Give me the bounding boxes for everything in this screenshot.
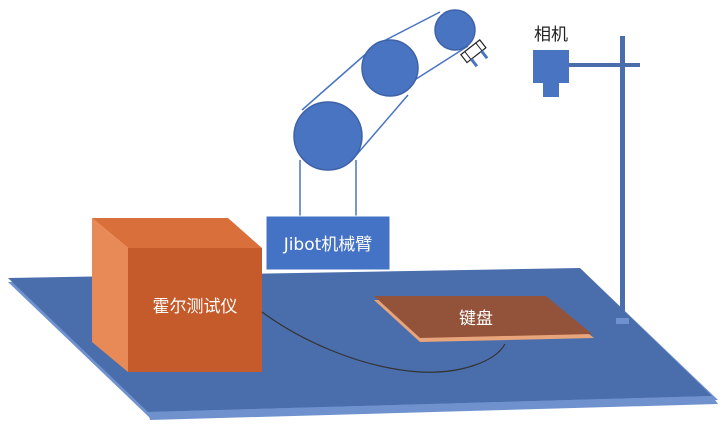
camera-body: [533, 50, 569, 83]
hall-tester-top: [92, 218, 262, 248]
robot-link: [351, 94, 409, 161]
camera-label: 相机: [534, 25, 568, 45]
keyboard-top: [374, 296, 592, 338]
camera: 相机: [533, 25, 569, 97]
robot-link: [301, 51, 369, 111]
hall-tester-front: [128, 248, 262, 372]
robot-arm: [293, 9, 476, 218]
robot-joint-wrist: [434, 9, 476, 51]
robot-joint-base: [293, 101, 363, 171]
camera-lens: [543, 83, 559, 97]
camera-stand-pole: [620, 36, 625, 326]
robot-base: Jibot机械臂: [265, 215, 391, 271]
keyboard: 键盘: [374, 296, 594, 342]
camera-stand-arm: [568, 63, 640, 67]
cable: [261, 311, 506, 373]
camera-stand: [568, 36, 640, 326]
keyboard-label: 键盘: [459, 309, 493, 329]
robot-arm-label: Jibot机械臂: [283, 235, 373, 255]
hall-tester-label: 霍尔测试仪: [153, 297, 238, 317]
robot-joint-elbow: [361, 39, 419, 97]
camera-stand-base: [616, 318, 629, 324]
workbench-front-edge: [148, 396, 718, 420]
robot-gripper: [460, 39, 489, 68]
hall-tester-side: [92, 218, 128, 372]
hall-tester: 霍尔测试仪: [92, 218, 262, 372]
robot-base-box: [265, 215, 391, 271]
